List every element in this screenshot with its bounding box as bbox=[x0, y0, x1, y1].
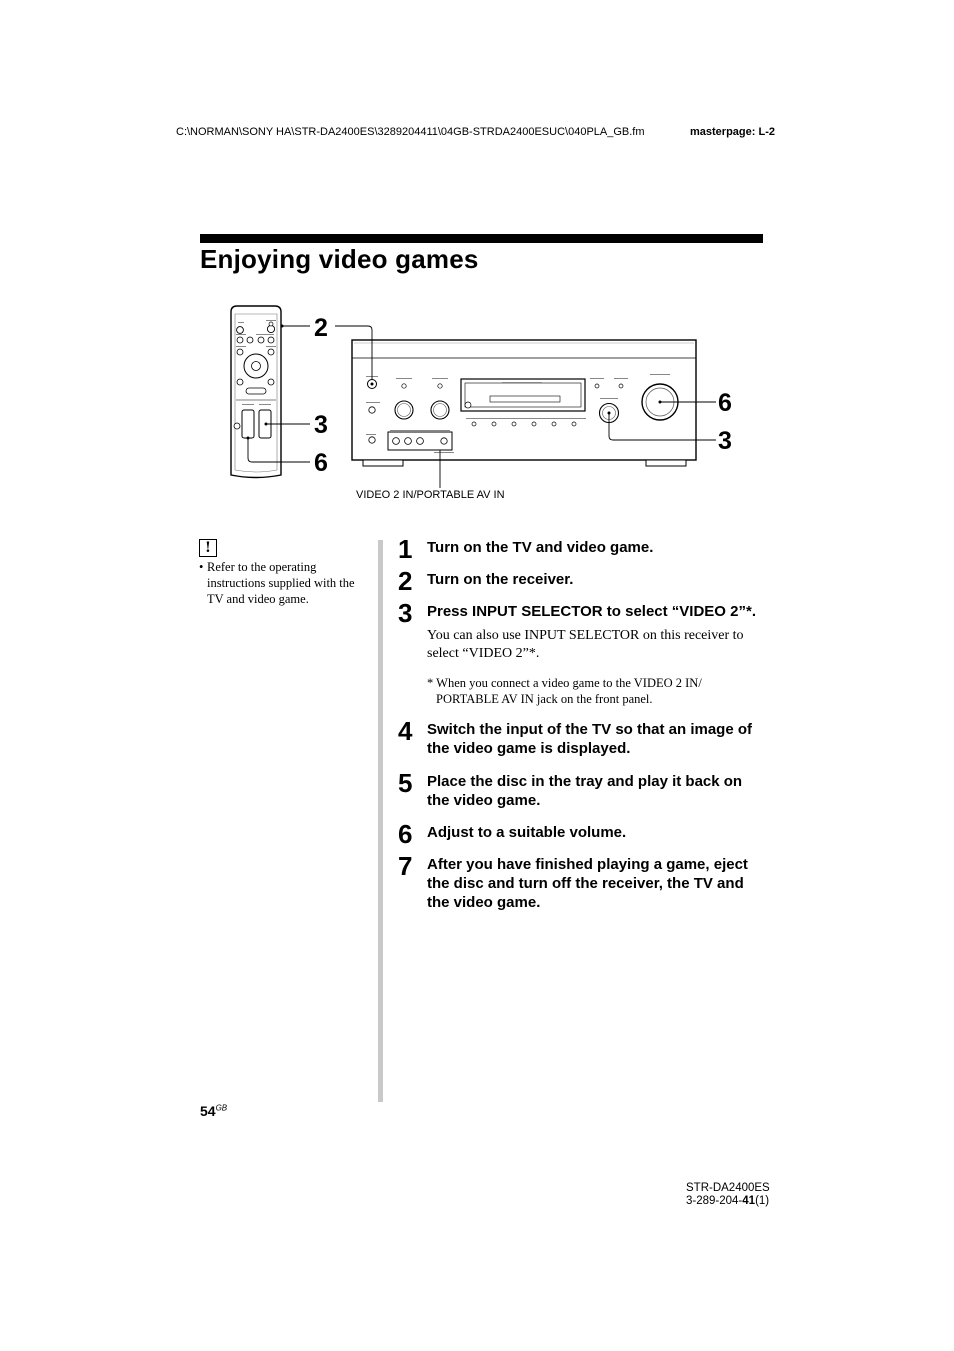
step-5: 5 Place the disc in the tray and play it… bbox=[398, 768, 766, 810]
step-number: 6 bbox=[398, 819, 413, 849]
figure-caption: VIDEO 2 IN/PORTABLE AV IN bbox=[356, 489, 505, 501]
step-4: 4 Switch the input of the TV so that an … bbox=[398, 716, 766, 758]
step-text: Turn on the receiver. bbox=[427, 571, 574, 588]
part-code-bold: 41 bbox=[742, 1195, 756, 1207]
callout-6-remote: 6 bbox=[314, 449, 328, 477]
receiver-drawing bbox=[351, 339, 697, 467]
callout-2-remote: 2 bbox=[314, 314, 328, 342]
part-code-prefix: 3-289-204- bbox=[686, 1195, 743, 1207]
page-number: 54GB bbox=[200, 1103, 227, 1119]
callout-leaders bbox=[247, 325, 716, 488]
note-text: • Refer to the operating instructions su… bbox=[199, 559, 369, 607]
step-3: 3 Press INPUT SELECTOR to select “VIDEO … bbox=[398, 598, 766, 707]
page-number-value: 54 bbox=[200, 1103, 216, 1119]
step-number: 1 bbox=[398, 534, 413, 564]
step-text: Press INPUT SELECTOR to select “VIDEO 2”… bbox=[427, 603, 756, 620]
page-number-suffix: GB bbox=[215, 1103, 228, 1113]
model-info: STR-DA2400ES 3-289-204-41(1) bbox=[686, 1182, 770, 1208]
model-name: STR-DA2400ES bbox=[686, 1182, 770, 1194]
callout-6-receiver: 6 bbox=[718, 389, 732, 417]
callout-3-remote: 3 bbox=[314, 411, 328, 439]
note-icon: ! bbox=[199, 539, 217, 557]
step-1: 1 Turn on the TV and video game. bbox=[398, 535, 766, 563]
step-footnote: * When you connect a video game to the V… bbox=[427, 676, 702, 706]
part-code-suffix: (1) bbox=[755, 1195, 770, 1207]
step-7: 7 After you have finished playing a game… bbox=[398, 851, 766, 912]
step-text: Adjust to a suitable volume. bbox=[427, 824, 627, 841]
header-masterpage: masterpage: L-2 bbox=[690, 126, 775, 138]
step-6: 6 Adjust to a suitable volume. bbox=[398, 820, 766, 848]
title-rule bbox=[200, 234, 763, 243]
part-code: 3-289-204-41(1) bbox=[686, 1195, 770, 1208]
callout-3-receiver: 3 bbox=[718, 427, 732, 455]
step-detail: You can also use INPUT SELECTOR on this … bbox=[427, 628, 744, 661]
page-title: Enjoying video games bbox=[200, 244, 479, 274]
note-body: Refer to the operating instructions supp… bbox=[207, 560, 355, 606]
step-text: After you have finished playing a game, … bbox=[427, 856, 748, 911]
remote-and-receiver-illustration: 2 3 6 6 3 bbox=[230, 305, 732, 488]
step-number: 2 bbox=[398, 566, 413, 596]
column-divider bbox=[378, 540, 383, 1102]
step-number: 5 bbox=[398, 768, 413, 798]
header-file-path: C:\NORMAN\SONY HA\STR-DA2400ES\328920441… bbox=[176, 126, 645, 138]
step-number: 7 bbox=[398, 851, 413, 881]
bullet-point: • bbox=[199, 560, 204, 574]
step-2: 2 Turn on the receiver. bbox=[398, 567, 766, 595]
step-text: Place the disc in the tray and play it b… bbox=[427, 773, 743, 809]
step-number: 4 bbox=[398, 716, 413, 746]
steps-list: 1 Turn on the TV and video game. 2 Turn … bbox=[398, 532, 766, 912]
step-text: Turn on the TV and video game. bbox=[427, 539, 654, 556]
remote-control-drawing bbox=[230, 305, 282, 479]
step-number: 3 bbox=[398, 598, 413, 628]
step-text: Switch the input of the TV so that an im… bbox=[427, 721, 753, 757]
